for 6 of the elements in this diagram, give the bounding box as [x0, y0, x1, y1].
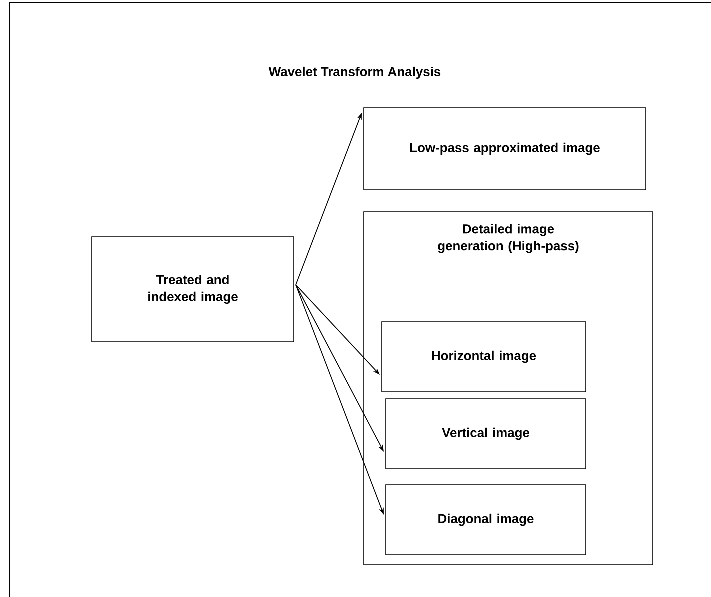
process-box: Treated and indexed image	[92, 236, 294, 342]
process-box: Horizontal image	[382, 322, 586, 392]
process-box: Low-pass approximated image	[364, 108, 646, 190]
title: Wavelet Transform Analysis	[268, 66, 441, 80]
process-box: Vertical image	[386, 398, 586, 470]
process-box: Diagonal image	[386, 484, 586, 556]
